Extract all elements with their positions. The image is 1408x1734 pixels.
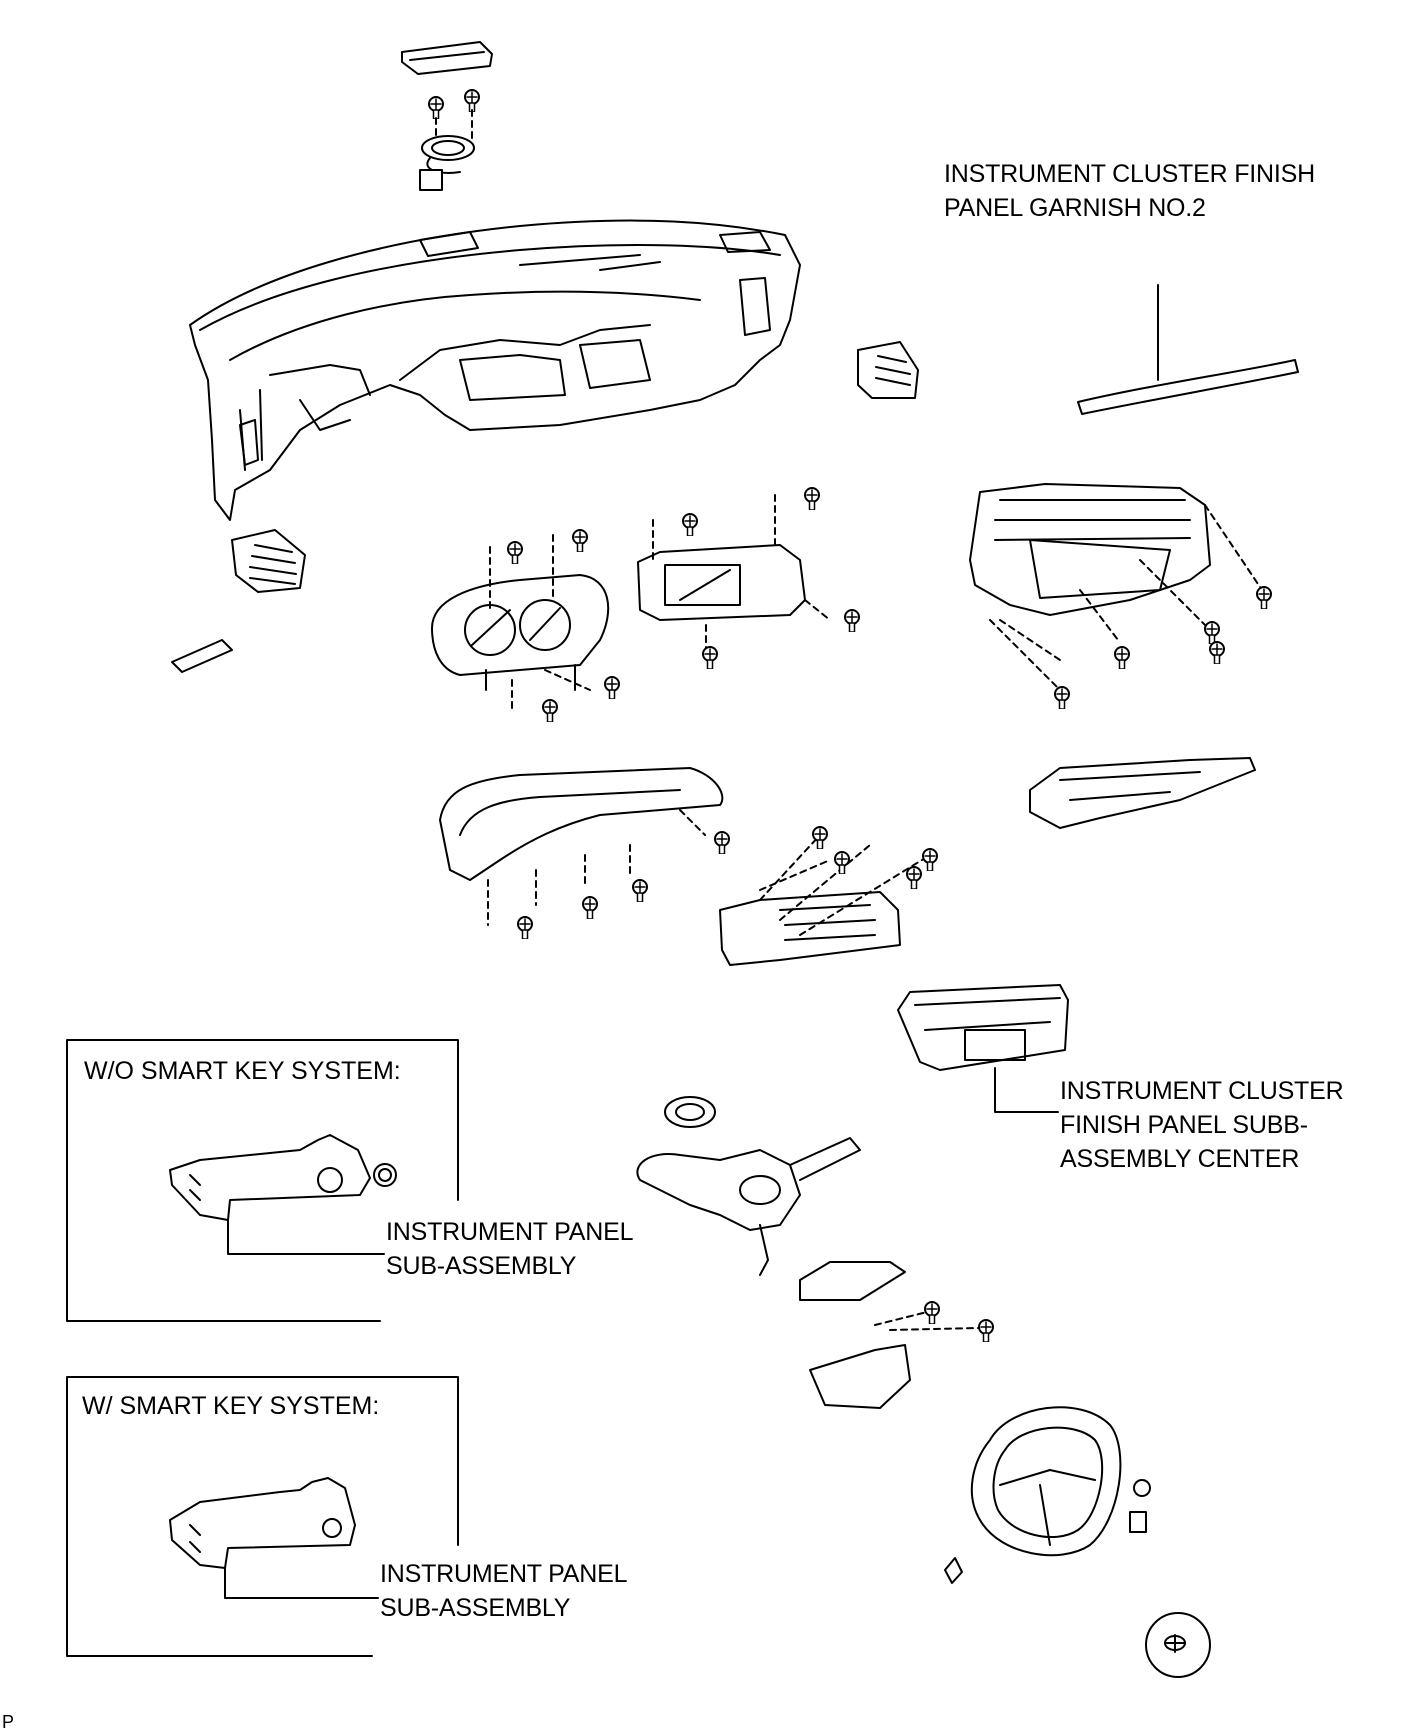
lower-panel-part — [1029, 757, 1256, 829]
side-vent-left-part — [231, 529, 306, 593]
bolt-icon — [428, 96, 444, 119]
label-line: SUB-ASSEMBLY — [380, 1594, 571, 1622]
side-vent-right-part — [857, 341, 919, 399]
combination-meter-part — [431, 574, 610, 691]
leader-line — [227, 1219, 385, 1255]
label-line: SUB-ASSEMBLY — [386, 1252, 577, 1280]
column-cover-upper-part — [799, 1261, 906, 1301]
instrument-panel-part — [189, 219, 801, 521]
label-garnish-no2: INSTRUMENT CLUSTER FINISH PANEL GARNISH … — [944, 157, 1315, 225]
speaker-part — [419, 135, 475, 191]
leader-line — [994, 1067, 1059, 1113]
panel-sub-w-part — [169, 1477, 356, 1569]
leader-line — [224, 1567, 379, 1599]
label-line: INSTRUMENT CLUSTER FINISH — [944, 160, 1315, 188]
panel-sub-wo-part — [169, 1134, 397, 1221]
label-line: PANEL GARNISH NO.2 — [944, 194, 1206, 222]
label-line: ASSEMBLY CENTER — [1060, 1145, 1300, 1173]
box-title-wo-smart-key: W/O SMART KEY SYSTEM: — [84, 1057, 401, 1085]
label-line: INSTRUMENT PANEL — [386, 1218, 634, 1246]
box-title-w-smart-key: W/ SMART KEY SYSTEM: — [82, 1392, 380, 1420]
wo-smart-key-box — [66, 1039, 459, 1322]
label-line: FINISH PANEL SUBB- — [1060, 1111, 1308, 1139]
label-finish-panel-center: INSTRUMENT CLUSTER FINISH PANEL SUBB- AS… — [1060, 1074, 1344, 1176]
label-line: INSTRUMENT PANEL — [380, 1560, 628, 1588]
label-line: INSTRUMENT CLUSTER — [1060, 1077, 1344, 1105]
combination-switch-part — [636, 1096, 861, 1276]
steering-pad-part — [1145, 1612, 1211, 1678]
label-panel-sub-w: INSTRUMENT PANEL SUB-ASSEMBLY — [380, 1557, 628, 1625]
center-finish-panel-part — [897, 984, 1069, 1071]
bolt-icon — [464, 89, 480, 112]
steering-nut-part — [1129, 1479, 1151, 1533]
steering-wheel-part — [944, 1406, 1122, 1584]
multi-display-part — [637, 544, 806, 621]
column-cover-lower-part — [809, 1344, 911, 1409]
cluster-finish-panel-part — [439, 767, 724, 881]
glove-box-part — [969, 483, 1211, 616]
w-smart-key-box — [66, 1376, 459, 1657]
top-cover-part — [401, 41, 493, 75]
garnish-no2-part — [1077, 359, 1299, 415]
label-panel-sub-wo: INSTRUMENT PANEL SUB-ASSEMBLY — [386, 1215, 634, 1283]
small-trim-part — [171, 639, 233, 673]
page-code: P — [2, 1712, 15, 1732]
